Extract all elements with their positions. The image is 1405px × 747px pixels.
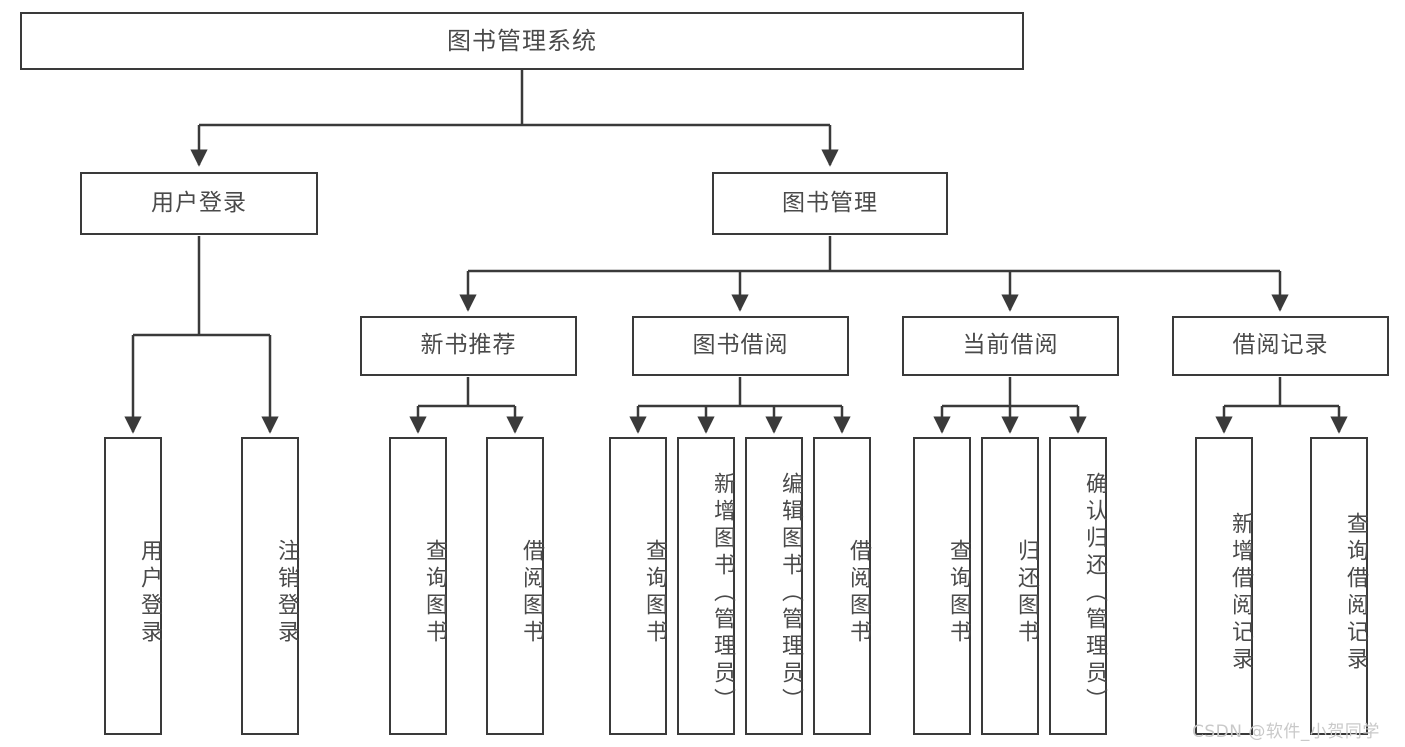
- leaf-add-book-admin[interactable]: 新增图书（管理员）: [677, 437, 735, 735]
- leaf-query-borrow-record[interactable]: 查询借阅记录: [1310, 437, 1368, 735]
- leaf-query-book-current[interactable]: 查询图书: [913, 437, 971, 735]
- leaf-query-book-recommend[interactable]: 查询图书: [389, 437, 447, 735]
- leaf-user-login[interactable]: 用户登录: [104, 437, 162, 735]
- node-label: 图书管理: [782, 189, 878, 216]
- node-label: 图书借阅: [692, 332, 789, 359]
- node-label: 借阅图书: [846, 539, 871, 647]
- node-label: 查询图书: [946, 539, 971, 647]
- node-label: 借阅记录: [1232, 332, 1329, 359]
- node-current-borrow[interactable]: 当前借阅: [902, 316, 1119, 376]
- leaf-edit-book-admin[interactable]: 编辑图书（管理员）: [745, 437, 803, 735]
- node-root-book-management-system[interactable]: 图书管理系统: [20, 12, 1024, 70]
- node-label: 用户登录: [137, 539, 162, 647]
- leaf-confirm-return-admin[interactable]: 确认归还（管理员）: [1049, 437, 1107, 735]
- node-label: 确认归还（管理员）: [1082, 471, 1107, 715]
- node-label: 查询图书: [642, 539, 667, 647]
- leaf-borrow-book-recommend[interactable]: 借阅图书: [486, 437, 544, 735]
- leaf-borrow-book-borrow[interactable]: 借阅图书: [813, 437, 871, 735]
- node-label: 用户登录: [151, 189, 247, 216]
- node-label: 借阅图书: [519, 539, 544, 647]
- node-label: 编辑图书（管理员）: [778, 471, 803, 715]
- node-label: 查询借阅记录: [1343, 512, 1368, 674]
- leaf-logout-login[interactable]: 注销登录: [241, 437, 299, 735]
- node-label: 新书推荐: [420, 332, 517, 359]
- node-label: 查询图书: [422, 539, 447, 647]
- leaf-add-borrow-record[interactable]: 新增借阅记录: [1195, 437, 1253, 735]
- node-label: 图书管理系统: [447, 26, 597, 55]
- leaf-query-book-borrow[interactable]: 查询图书: [609, 437, 667, 735]
- node-book-borrow[interactable]: 图书借阅: [632, 316, 849, 376]
- node-borrow-record[interactable]: 借阅记录: [1172, 316, 1389, 376]
- csdn-watermark: CSDN @软件_小贺同学: [1192, 722, 1380, 742]
- node-book-management[interactable]: 图书管理: [712, 172, 948, 235]
- node-user-login[interactable]: 用户登录: [80, 172, 318, 235]
- node-label: 新增借阅记录: [1228, 512, 1253, 674]
- node-label: 新增图书（管理员）: [710, 471, 735, 715]
- node-new-book-recommend[interactable]: 新书推荐: [360, 316, 577, 376]
- node-label: 当前借阅: [962, 332, 1059, 359]
- node-label: 注销登录: [274, 539, 299, 647]
- leaf-return-book[interactable]: 归还图书: [981, 437, 1039, 735]
- node-label: 归还图书: [1014, 539, 1039, 647]
